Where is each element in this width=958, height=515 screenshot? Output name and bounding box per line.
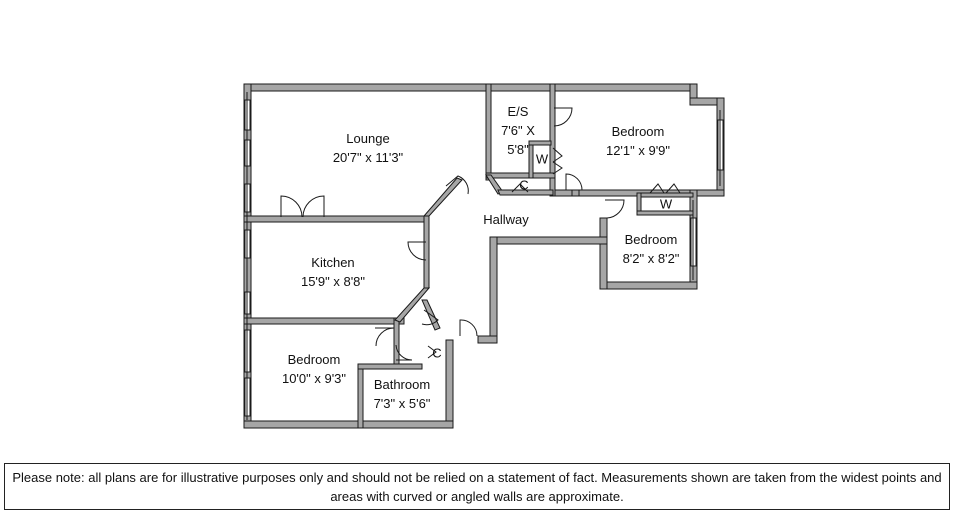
wall-bathroom-right — [445, 339, 454, 429]
door-bathroom — [395, 344, 413, 361]
wall-wardrobe1-top — [528, 140, 552, 146]
wall-hall-step — [494, 236, 608, 245]
room-hallway-name: Hallway — [483, 212, 529, 227]
door-corridor-2 — [459, 319, 478, 337]
room-bedroom-3-name: Bedroom — [287, 352, 341, 367]
wardrobe-ensuite-label: W — [535, 151, 549, 167]
room-kitchen-name: Kitchen — [311, 255, 355, 270]
wall-bottom-left — [243, 420, 363, 429]
wall-kitchen-bedroom — [243, 317, 405, 325]
room-ensuite-size-2: 5'8" — [507, 142, 529, 157]
door-bedroom1 — [565, 173, 583, 191]
wall-bathroom-left — [357, 367, 364, 429]
room-bedroom-1: Bedroom 12'1" x 9'9" — [606, 122, 670, 160]
wall-lounge-kitchen — [243, 215, 428, 223]
room-bedroom-2: Bedroom 8'2" x 8'2" — [623, 230, 680, 268]
room-bedroom-1-name: Bedroom — [611, 124, 665, 139]
room-bedroom-2-name: Bedroom — [624, 232, 678, 247]
room-bathroom-name: Bathroom — [373, 377, 431, 392]
room-bathroom-size: 7'3" x 5'6" — [373, 396, 431, 411]
room-bedroom-3-size: 10'0" x 9'3" — [281, 371, 347, 386]
wall-ensuite-left — [485, 83, 492, 181]
door-cupboard-hall-a — [511, 183, 529, 193]
floor-plan — [243, 83, 725, 429]
wall-angle-lounge — [422, 177, 463, 217]
wall-hall-bottom — [477, 335, 498, 344]
wall-hall-right-top — [571, 189, 580, 197]
wall-bed3-right — [393, 317, 400, 365]
door-bedroom3 — [375, 327, 395, 347]
wardrobe-bedroom2-label: W — [659, 196, 673, 212]
door-corridor-1 — [421, 309, 439, 326]
wall-ensuite-right — [549, 83, 556, 197]
room-lounge-name: Lounge — [346, 131, 390, 146]
door-wardrobe1-b — [552, 161, 563, 175]
wall-bedroom2-left — [599, 217, 608, 290]
room-kitchen: Kitchen 15'9" x 8'8" — [301, 253, 365, 291]
wall-top-right — [486, 83, 698, 92]
room-ensuite: E/S 7'6" X 5'8" — [501, 102, 535, 159]
room-kitchen-size: 15'9" x 8'8" — [300, 274, 366, 289]
room-bathroom: Bathroom 7'3" x 5'6" — [374, 375, 431, 413]
room-ensuite-name: E/S — [507, 104, 529, 119]
wall-bedroom2-bottom — [599, 281, 698, 290]
wall-kitchen-right — [423, 215, 430, 289]
door-ensuite — [553, 107, 573, 127]
wall-wardrobe2-bottom — [636, 210, 694, 216]
wall-bathroom-bottom — [357, 420, 454, 429]
cupboard-bathroom-label: C — [432, 345, 442, 361]
room-bedroom-1-size: 12'1" x 9'9" — [605, 143, 671, 158]
door-wardrobe1-a — [552, 147, 563, 163]
room-lounge-size: 20'7" x 11'3" — [332, 150, 404, 165]
door-lounge-french-2 — [302, 195, 325, 218]
door-cupboard-bath — [427, 345, 437, 359]
room-hallway: Hallway — [483, 210, 529, 229]
room-lounge: Lounge 20'7" x 11'3" — [333, 129, 403, 167]
wall-angle-kitchen — [394, 287, 431, 323]
disclaimer-text: Please note: all plans are for illustrat… — [12, 470, 942, 504]
door-lounge-french — [280, 195, 303, 218]
cupboard-hall-label: C — [519, 177, 529, 193]
door-kitchen — [407, 241, 427, 261]
door-wardrobe2-a — [649, 183, 665, 194]
room-ensuite-size-1: 7'6" X — [501, 123, 535, 138]
wall-hall-right — [489, 236, 498, 344]
door-bedroom2 — [605, 199, 625, 219]
door-wardrobe2-b — [665, 183, 681, 194]
room-bedroom-3: Bedroom 10'0" x 9'3" — [282, 350, 346, 388]
wall-hall-cupboard — [497, 189, 554, 196]
wall-bathroom-top — [357, 363, 423, 370]
wall-top-left — [243, 83, 492, 92]
room-bedroom-2-size: 8'2" x 8'2" — [622, 251, 680, 266]
door-lounge-hall — [445, 175, 469, 195]
disclaimer-box: Please note: all plans are for illustrat… — [4, 463, 950, 510]
